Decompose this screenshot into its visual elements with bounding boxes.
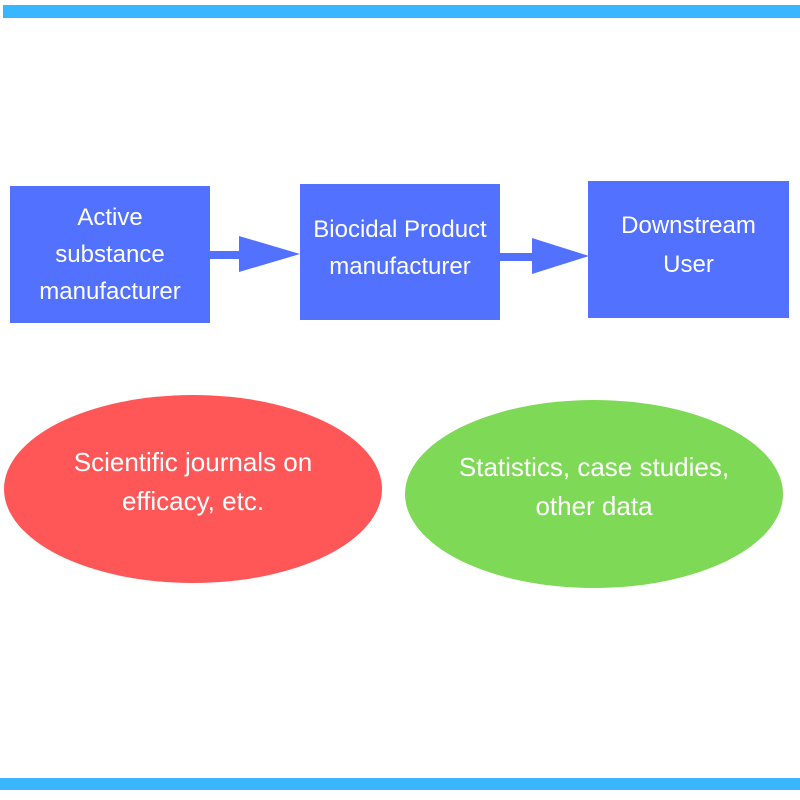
arrow-2-head-icon (532, 238, 589, 274)
arrow-2-shaft (499, 253, 534, 261)
source-scientific-journals: Scientific journals on efficacy, etc. (4, 395, 382, 583)
arrow-1-head-icon (239, 236, 300, 272)
bottom-accent-bar (0, 778, 800, 790)
node-label: Active substance manufacturer (39, 204, 181, 305)
arrow-1 (209, 236, 300, 272)
node-active-substance-manufacturer: Active substance manufacturer (10, 186, 210, 323)
source-statistics: Statistics, case studies, other data (405, 400, 783, 588)
node-label: Downstream User (621, 211, 756, 278)
arrow-2 (499, 238, 589, 274)
source-label: Scientific journals on efficacy, etc. (73, 446, 313, 516)
arrow-1-shaft (209, 251, 241, 259)
source-label: Statistics, case studies, other data (458, 451, 730, 521)
node-biocidal-product-manufacturer: Biocidal Product manufacturer (300, 184, 500, 320)
node-downstream-user: Downstream User (588, 181, 789, 318)
top-accent-bar (3, 5, 800, 18)
node-label: Biocidal Product manufacturer (313, 216, 487, 280)
